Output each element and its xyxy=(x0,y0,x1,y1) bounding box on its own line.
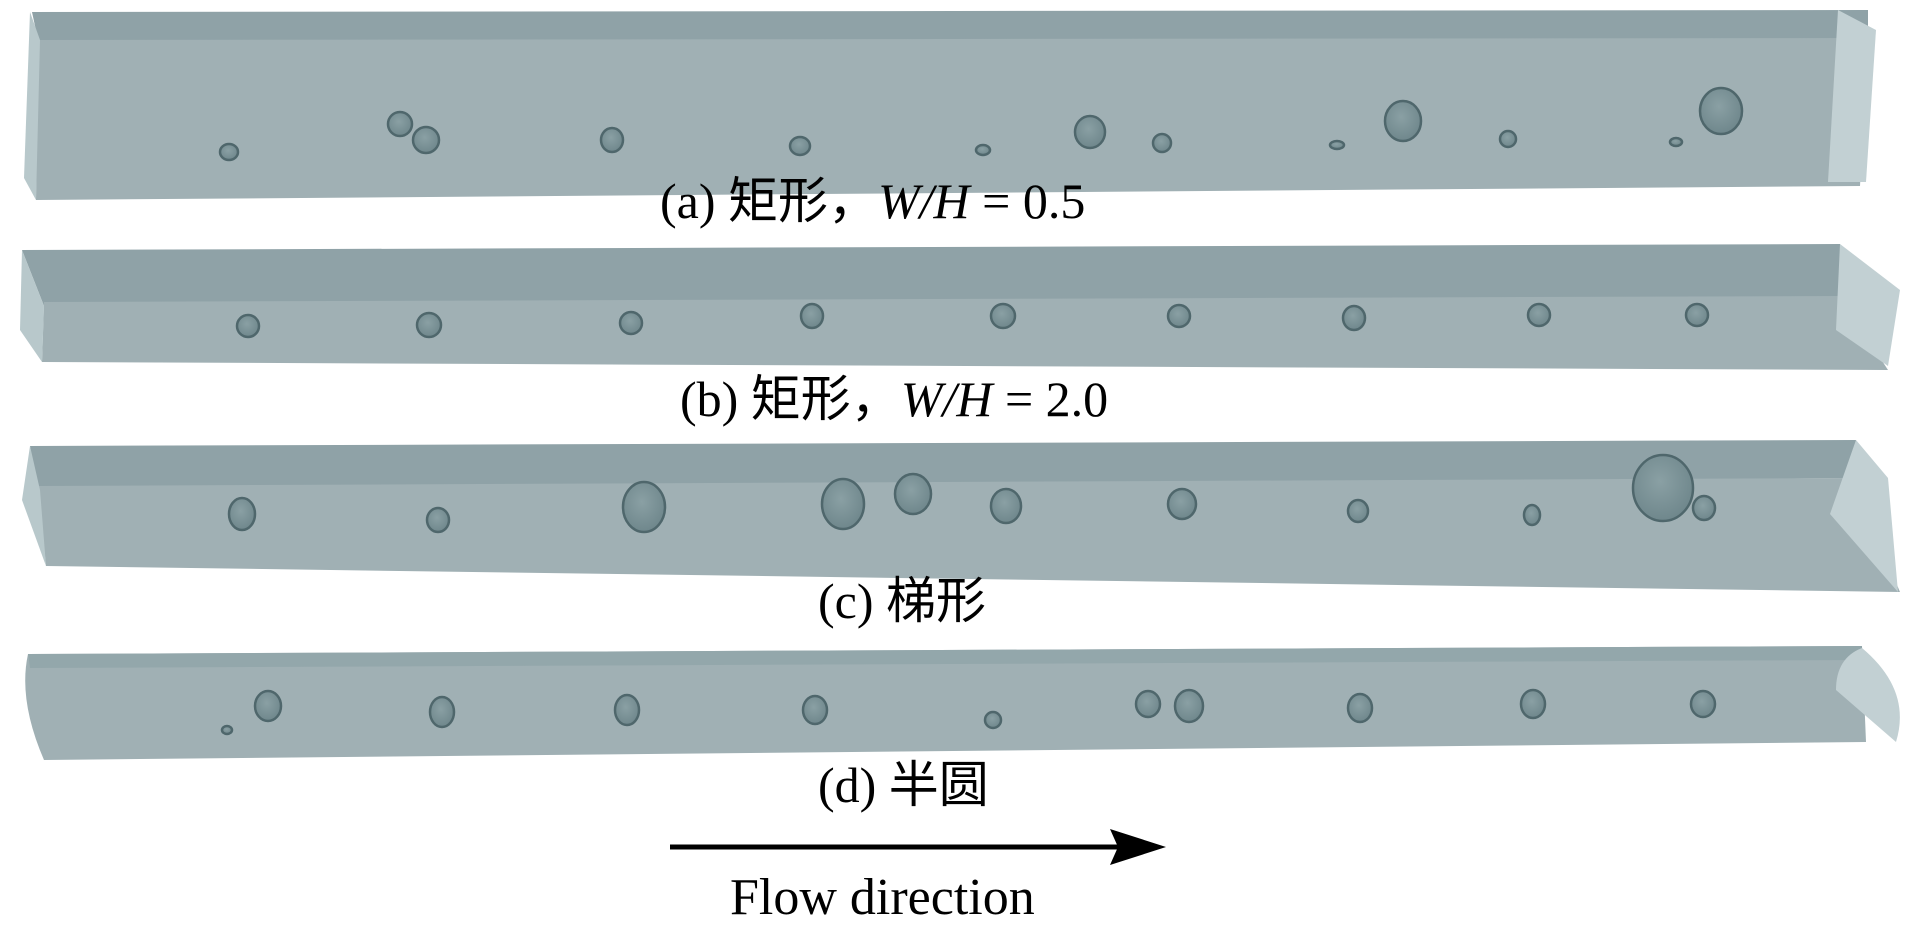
bubble xyxy=(974,143,992,157)
bubble xyxy=(218,142,240,162)
channel-b-side-face xyxy=(42,296,1888,370)
bubble xyxy=(1134,689,1162,719)
channel-d xyxy=(25,646,1900,760)
bubble xyxy=(799,302,825,330)
bubble xyxy=(613,693,641,727)
channel-b-left-end xyxy=(20,250,44,362)
bubbles-d xyxy=(220,688,1717,736)
bubble xyxy=(788,135,812,157)
bubble xyxy=(621,480,667,534)
channel-c xyxy=(22,440,1900,592)
channel-d-body xyxy=(25,646,1867,760)
caption-a-math: W/H xyxy=(878,173,970,229)
bubble xyxy=(1498,129,1518,149)
bubble xyxy=(1328,139,1346,151)
channel-a xyxy=(24,10,1876,200)
channel-a-left-end xyxy=(24,12,40,200)
bubble xyxy=(1698,86,1744,136)
channel-a-top-face xyxy=(32,10,1868,40)
bubble xyxy=(989,487,1023,525)
bubble xyxy=(1631,453,1695,523)
bubble xyxy=(253,689,283,723)
caption-b-suffix: = 2.0 xyxy=(992,371,1109,427)
caption-a-suffix: = 0.5 xyxy=(969,173,1086,229)
bubble xyxy=(1346,498,1370,524)
bubble xyxy=(1522,503,1542,527)
bubble xyxy=(893,472,933,516)
bubble xyxy=(618,310,644,336)
bubble xyxy=(1668,136,1684,148)
bubble xyxy=(1073,114,1107,150)
caption-b-math: W/H xyxy=(900,371,993,427)
bubble xyxy=(1151,132,1173,154)
bubble xyxy=(220,724,234,736)
bubble xyxy=(425,506,451,534)
bubble xyxy=(1691,494,1717,522)
bubble xyxy=(1519,688,1547,720)
caption-b: (b) 矩形，W/H = 2.0 xyxy=(680,374,1108,424)
caption-a: (a) 矩形，W/H = 0.5 xyxy=(660,176,1085,226)
arrow-head xyxy=(1110,829,1166,865)
bubble xyxy=(1166,487,1198,521)
caption-c: (c) 梯形 xyxy=(818,576,986,626)
bubble xyxy=(235,313,261,339)
caption-b-prefix: (b) 矩形， xyxy=(680,371,901,427)
bubble xyxy=(415,311,443,339)
bubble xyxy=(1166,303,1192,329)
caption-a-prefix: (a) 矩形， xyxy=(660,173,878,229)
channel-d-top-edge xyxy=(28,646,1862,668)
caption-d-prefix: (d) 半圆 xyxy=(818,757,989,813)
bubble xyxy=(428,695,456,729)
channel-c-side-face xyxy=(38,478,1900,592)
bubble xyxy=(1173,688,1205,724)
channel-c-left-end xyxy=(22,446,46,566)
channel-b-top-face xyxy=(22,244,1840,306)
bubbles-a xyxy=(218,86,1744,162)
bubble xyxy=(983,710,1003,730)
flow-direction-label: Flow direction xyxy=(730,869,1035,926)
bubble xyxy=(1346,692,1374,724)
channel-d-right-end xyxy=(1836,648,1900,742)
bubbles-c xyxy=(227,453,1717,534)
bubble xyxy=(1526,302,1552,328)
bubble xyxy=(820,477,866,531)
caption-c-prefix: (c) 梯形 xyxy=(818,573,986,629)
bubbles-b xyxy=(235,302,1710,339)
channel-b xyxy=(20,244,1900,370)
bubble xyxy=(1383,99,1423,143)
channel-c-right-end xyxy=(1830,440,1898,592)
bubble xyxy=(411,125,441,155)
channel-a-right-end xyxy=(1828,10,1876,182)
caption-d: (d) 半圆 xyxy=(818,760,989,810)
bubble xyxy=(801,694,829,726)
channel-b-right-end xyxy=(1836,244,1900,366)
bubble xyxy=(1684,302,1710,328)
bubble xyxy=(1341,304,1367,332)
bubble xyxy=(227,496,257,532)
bubble xyxy=(989,302,1017,330)
bubble xyxy=(386,110,414,138)
bubble xyxy=(1689,689,1717,719)
channel-a-side-face xyxy=(36,38,1868,200)
flow-direction-arrow xyxy=(670,829,1166,865)
bubble xyxy=(599,126,625,154)
